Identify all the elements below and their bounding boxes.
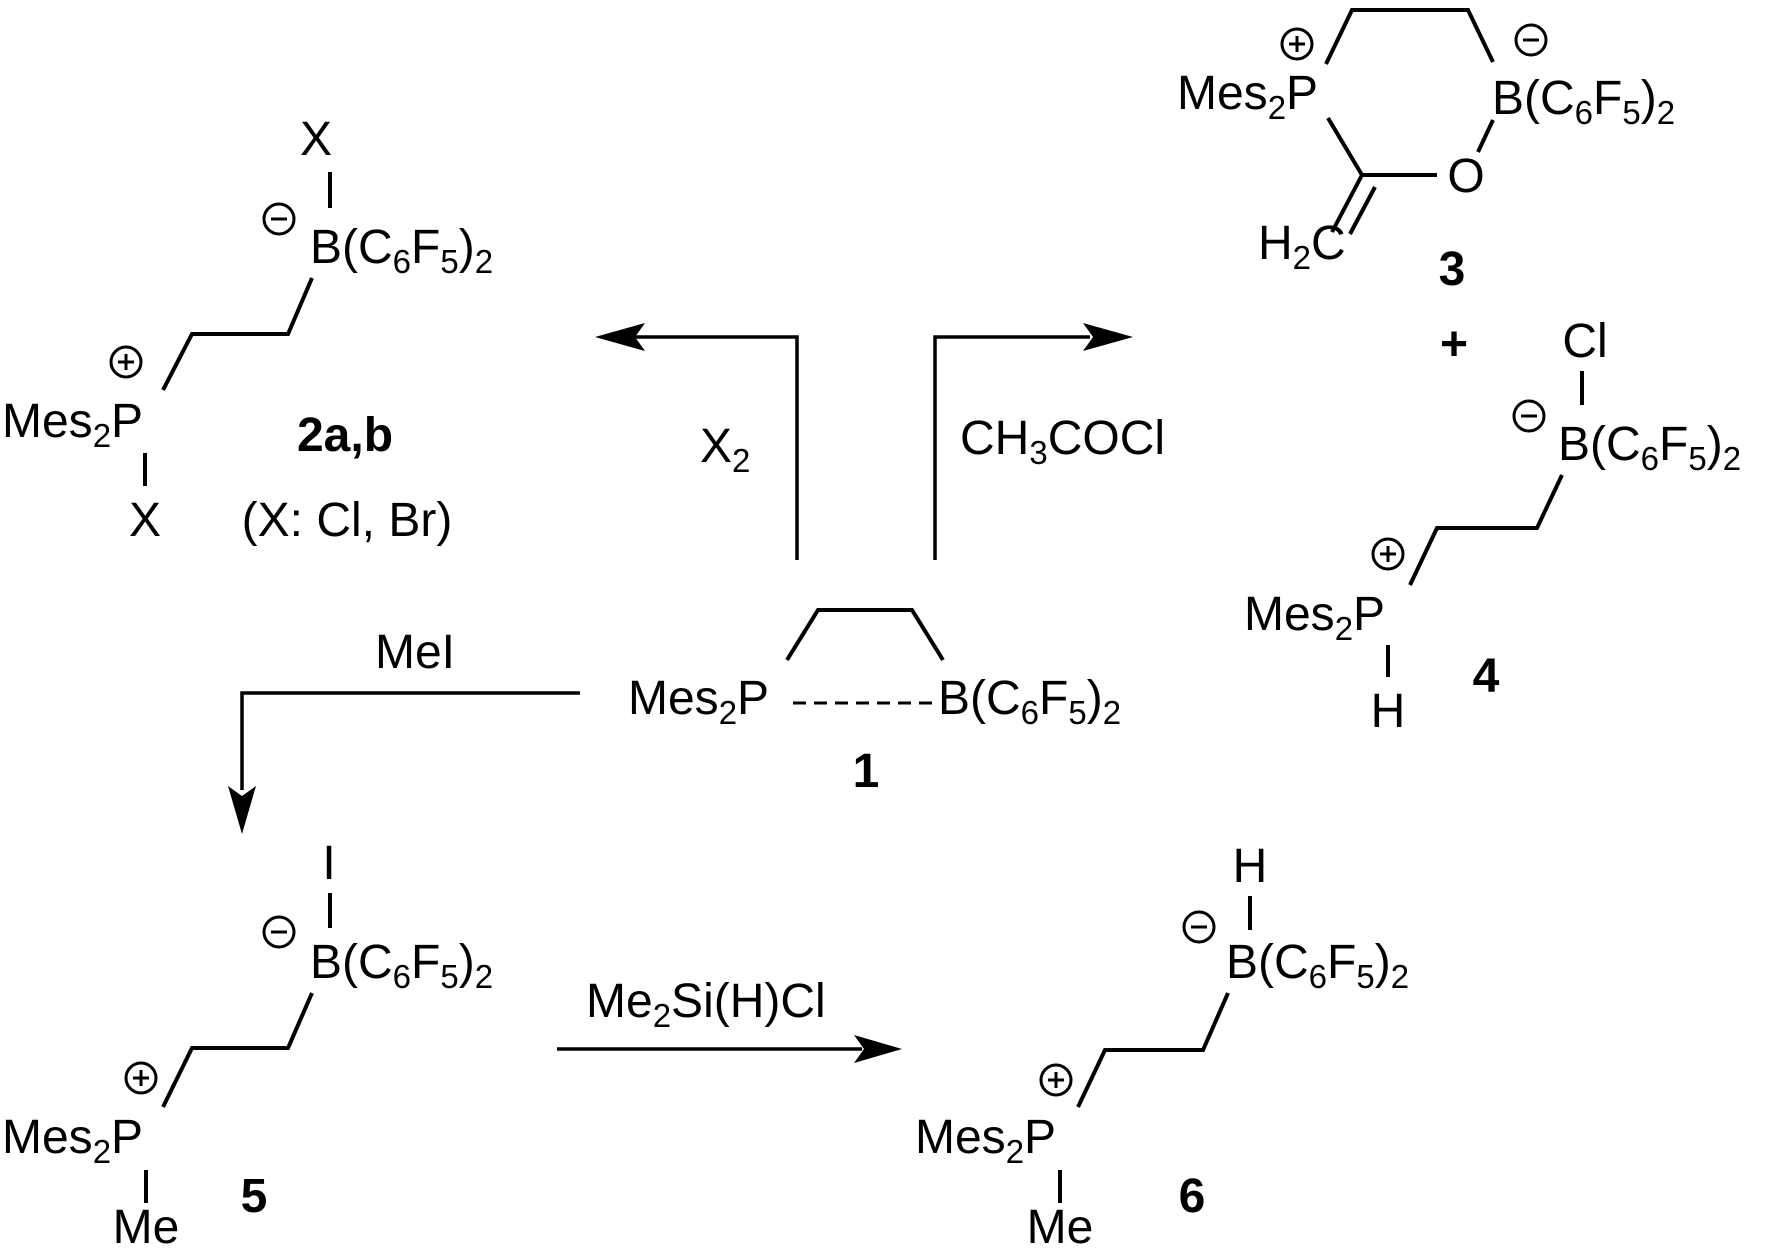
c3-double-bond-inner: [1348, 186, 1377, 235]
c3-positive-charge: [1280, 27, 1314, 61]
c5-boron-group: B(C6F5)2: [310, 936, 493, 995]
c5-phosphorus-substituent: Me: [113, 1201, 180, 1252]
c2-phosphorus-substituent: X: [129, 494, 161, 547]
c3-negative-charge: [1514, 23, 1548, 57]
reagent-halogen: X2: [700, 420, 750, 479]
arrow-to-6: [557, 1035, 902, 1063]
compound-5: I B(C6F5)2 Mes2P Me 5: [2, 837, 493, 1252]
c6-positive-charge: [1039, 1063, 1073, 1097]
c1-boron-group: B(C6F5)2: [938, 672, 1121, 731]
c4-phosphorus-group: Mes2P: [1244, 588, 1385, 647]
c6-boron-substituent: H: [1233, 840, 1268, 893]
c3-phosphorus-group: Mes2P: [1177, 67, 1318, 126]
c5-ethylene-bridge: [161, 992, 314, 1108]
c3-ring-oxygen: O: [1447, 150, 1484, 203]
c2-boron-group: B(C6F5)2: [310, 221, 493, 280]
c6-number: 6: [1179, 1170, 1206, 1223]
c4-negative-charge: [1512, 399, 1546, 433]
c2-halogen-note: (X: Cl, Br): [242, 494, 453, 547]
c1-phosphorus-group: Mes2P: [628, 672, 769, 731]
c4-positive-charge: [1371, 537, 1405, 571]
c4-phosphorus-substituent: H: [1371, 685, 1406, 738]
plus-sign: +: [1440, 318, 1468, 371]
c5-number: 5: [241, 1170, 268, 1223]
compound-6: H B(C6F5)2 Mes2P Me 6: [915, 840, 1409, 1252]
c5-positive-charge: [124, 1061, 158, 1095]
arrow-to-2: [595, 323, 799, 560]
c3-number: 3: [1439, 243, 1466, 296]
c6-negative-charge: [1182, 910, 1216, 944]
c6-boron-group: B(C6F5)2: [1226, 936, 1409, 995]
c3-p-c-bond: [1326, 116, 1364, 177]
c5-phosphorus-group: Mes2P: [2, 1111, 143, 1170]
c2-number: 2a,b: [297, 409, 393, 462]
c1-number: 1: [853, 745, 880, 798]
c4-boron-group: B(C6F5)2: [1558, 418, 1741, 477]
arrow-to-5: [228, 691, 580, 834]
reagent-methyl-iodide: MeI: [375, 626, 455, 679]
c3-ring-ethylene: [1324, 8, 1495, 65]
arrow-to-3-and-4: [933, 323, 1133, 560]
c2-positive-charge: [109, 345, 143, 379]
c6-phosphorus-substituent: Me: [1027, 1201, 1094, 1252]
c5-boron-substituent: I: [322, 837, 335, 890]
c2-negative-charge: [262, 202, 296, 236]
compound-1: Mes2P B(C6F5)2 1: [628, 608, 1121, 798]
c6-ethylene-bridge: [1076, 992, 1230, 1108]
c5-negative-charge: [262, 915, 296, 949]
c2-boron-substituent: X: [300, 113, 332, 166]
compound-2: X B(C6F5)2 Mes2P X 2a,b (X: Cl, Br): [2, 113, 493, 547]
c3-b-o-bond: [1476, 119, 1495, 153]
reagent-silane: Me2Si(H)Cl: [586, 975, 826, 1034]
c4-number: 4: [1473, 650, 1500, 703]
c3-methylene-group: H2C: [1258, 217, 1346, 276]
c3-boron-group: B(C6F5)2: [1492, 72, 1675, 131]
c4-ethylene-bridge: [1408, 474, 1564, 586]
c4-boron-substituent: Cl: [1562, 315, 1607, 368]
c1-ethylene-bridge: [785, 608, 945, 662]
reagent-acetyl-chloride: CH3COCl: [960, 412, 1165, 471]
c2-phosphorus-group: Mes2P: [2, 395, 143, 454]
compound-4: Cl B(C6F5)2 Mes2P H 4: [1244, 315, 1741, 738]
c6-phosphorus-group: Mes2P: [915, 1111, 1056, 1170]
c2-ethylene-bridge: [161, 277, 314, 391]
c3-double-bond-outer: [1330, 174, 1364, 233]
compound-3: Mes2P B(C6F5)2 O H2C 3: [1177, 8, 1675, 296]
